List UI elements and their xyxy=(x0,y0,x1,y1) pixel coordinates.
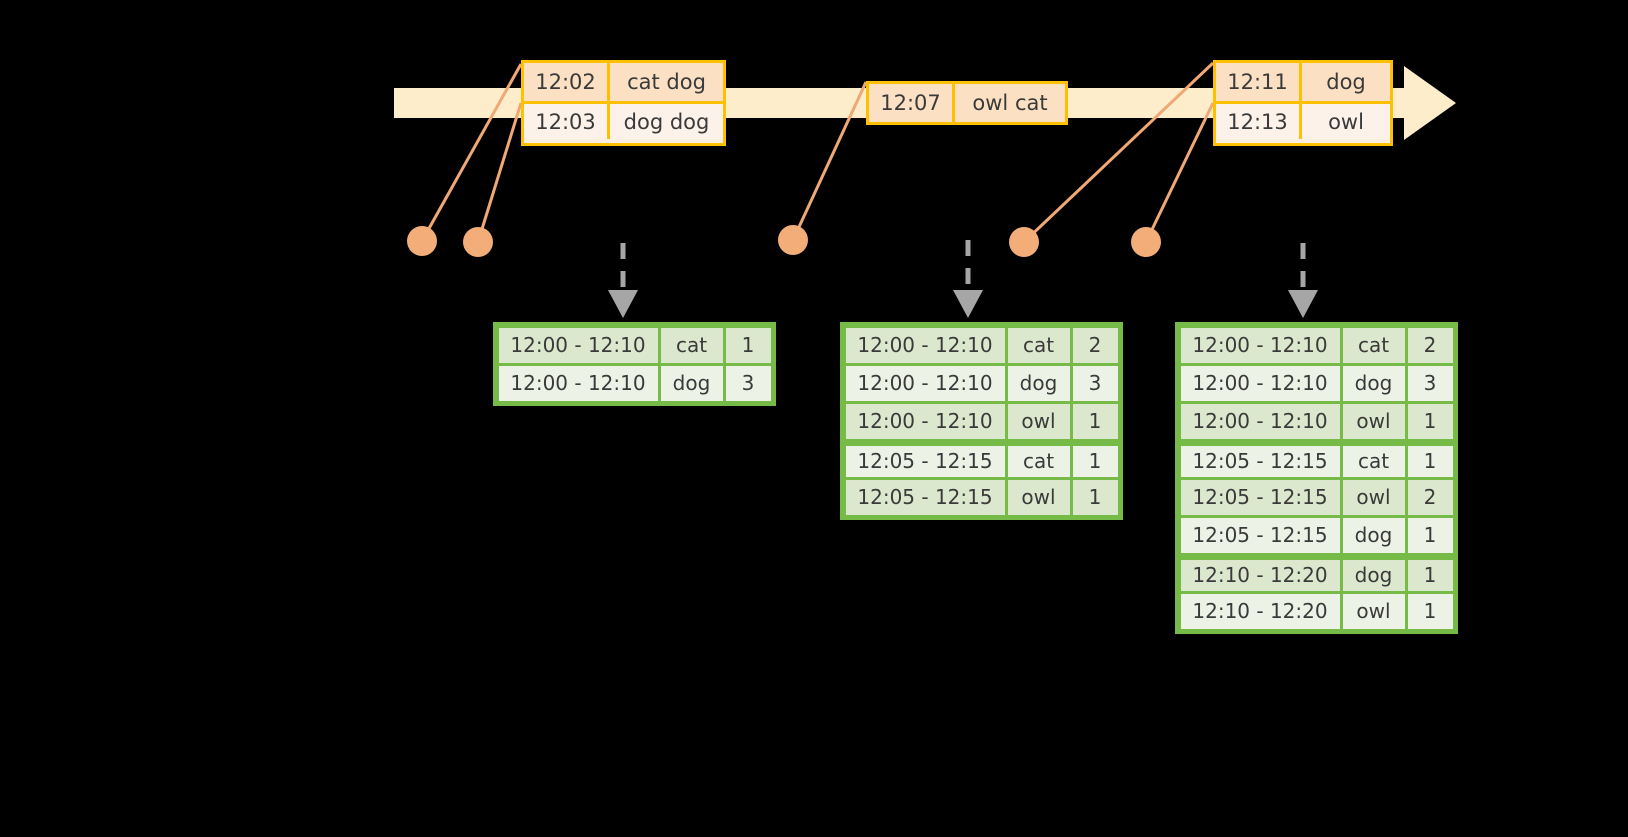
connector-line-5 xyxy=(1144,102,1215,243)
cell-word: cat xyxy=(660,327,723,363)
dot-4 xyxy=(1009,227,1039,257)
cell-count: 3 xyxy=(725,365,771,401)
cell-window: 12:00 - 12:10 xyxy=(845,327,1005,363)
cell-count: 2 xyxy=(1407,327,1453,363)
event-row[interactable]: 12:07 owl cat xyxy=(869,84,1065,122)
event-words: dog xyxy=(1326,70,1366,94)
event-row[interactable]: 12:03 dog dog xyxy=(524,101,723,139)
cell-window: 12:00 - 12:10 xyxy=(1180,327,1340,363)
cell-word: cat xyxy=(1342,327,1405,363)
cell-window: 12:05 - 12:15 xyxy=(845,479,1005,515)
event-row[interactable]: 12:02 cat dog xyxy=(524,63,723,101)
dot-2 xyxy=(463,227,493,257)
cell-window: 12:10 - 12:20 xyxy=(1180,593,1340,629)
dot-3 xyxy=(778,225,808,255)
event-time: 12:02 xyxy=(524,63,610,101)
cell-window: 12:00 - 12:10 xyxy=(845,403,1005,439)
dashed-arrow-head-1 xyxy=(608,290,638,318)
connector-line-3 xyxy=(791,81,868,241)
event-words: owl xyxy=(1328,109,1364,134)
cell-word: dog xyxy=(1342,559,1405,591)
cell-window: 12:05 - 12:15 xyxy=(1180,517,1340,553)
event-time: 12:03 xyxy=(524,104,610,139)
cell-count: 1 xyxy=(1407,593,1453,629)
event-time: 12:13 xyxy=(1216,104,1302,139)
cell-window: 12:00 - 12:10 xyxy=(1180,365,1340,401)
cell-window: 12:10 - 12:20 xyxy=(1180,559,1340,591)
cell-window: 12:00 - 12:10 xyxy=(498,327,658,363)
cell-word: dog xyxy=(1342,365,1405,401)
connector-dots xyxy=(407,225,1161,257)
event-words: dog dog xyxy=(623,109,710,134)
cell-count: 1 xyxy=(1407,517,1453,553)
event-group-1[interactable]: 12:02 cat dog 12:03 dog dog xyxy=(521,60,726,146)
cell-count: 1 xyxy=(1407,403,1453,439)
cell-word: owl xyxy=(1342,403,1405,439)
dashed-arrow-head-2 xyxy=(953,290,983,318)
cell-count: 1 xyxy=(1407,445,1453,477)
cell-word: dog xyxy=(1342,517,1405,553)
cell-window: 12:05 - 12:15 xyxy=(845,445,1005,477)
event-group-3[interactable]: 12:11 dog 12:13 owl xyxy=(1213,60,1393,146)
cell-word: owl xyxy=(1007,403,1070,439)
dashed-arrows xyxy=(620,240,1306,292)
event-time: 12:11 xyxy=(1216,63,1302,101)
cell-word: cat xyxy=(1007,327,1070,363)
cell-count: 2 xyxy=(1407,479,1453,515)
dot-5 xyxy=(1131,227,1161,257)
cell-count: 3 xyxy=(1072,365,1118,401)
cell-word: owl xyxy=(1342,593,1405,629)
event-row[interactable]: 12:13 owl xyxy=(1216,101,1390,139)
event-words: owl cat xyxy=(972,91,1048,115)
cell-word: dog xyxy=(1007,365,1070,401)
dashed-arrow-heads xyxy=(608,290,1318,318)
cell-count: 1 xyxy=(1072,403,1118,439)
event-time: 12:07 xyxy=(869,84,955,122)
cell-count: 1 xyxy=(1072,445,1118,477)
cell-word: cat xyxy=(1342,445,1405,477)
dashed-arrow-head-3 xyxy=(1288,290,1318,318)
cell-count: 1 xyxy=(725,327,771,363)
connector-line-1 xyxy=(420,63,523,242)
cell-count: 1 xyxy=(1407,559,1453,591)
cell-window: 12:00 - 12:10 xyxy=(498,365,658,401)
cell-word: owl xyxy=(1007,479,1070,515)
cell-count: 3 xyxy=(1407,365,1453,401)
cell-word: dog xyxy=(660,365,723,401)
cell-word: owl xyxy=(1342,479,1405,515)
cell-window: 12:05 - 12:15 xyxy=(1180,445,1340,477)
cell-window: 12:00 - 12:10 xyxy=(1180,403,1340,439)
connector-line-2 xyxy=(476,102,523,243)
event-row[interactable]: 12:11 dog xyxy=(1216,63,1390,101)
cell-window: 12:00 - 12:10 xyxy=(845,365,1005,401)
cell-count: 1 xyxy=(1072,479,1118,515)
cell-window: 12:05 - 12:15 xyxy=(1180,479,1340,515)
event-group-2[interactable]: 12:07 owl cat xyxy=(866,81,1068,125)
event-words: cat dog xyxy=(627,70,706,94)
dot-1 xyxy=(407,226,437,256)
cell-count: 2 xyxy=(1072,327,1118,363)
cell-word: cat xyxy=(1007,445,1070,477)
